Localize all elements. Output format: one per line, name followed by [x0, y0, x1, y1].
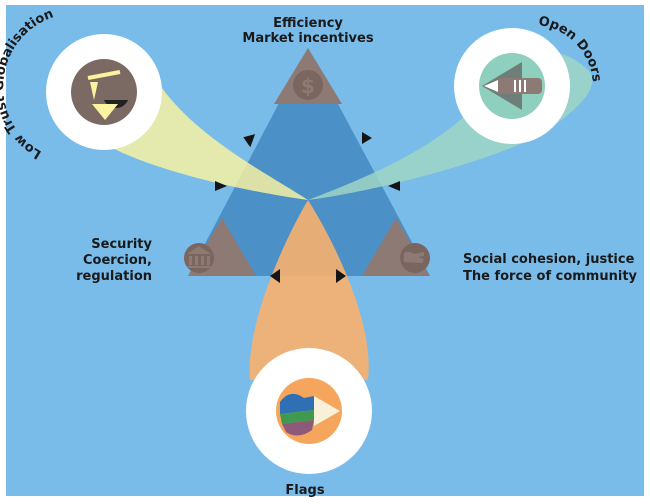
efficiency-subtitle: Market incentives: [242, 31, 373, 46]
arrow-right-upper: [362, 132, 372, 144]
security-sub-line1: Coercion,: [83, 253, 152, 268]
security-title: Security: [91, 237, 152, 252]
svg-text:$: $: [301, 74, 315, 98]
open-doors-medallion: [454, 28, 570, 144]
security-sub-line2: regulation: [76, 269, 152, 284]
social-subtitle: The force of community: [463, 269, 638, 284]
low-trust-medallion: [46, 34, 162, 150]
arrow-left-lower: [215, 181, 227, 191]
arrow-bottom-left: [270, 269, 280, 283]
flags-medallion: [246, 348, 372, 474]
hand-icon: [400, 243, 430, 273]
efficiency-title: Efficiency: [273, 16, 343, 31]
flags-label: Flags: [285, 483, 324, 498]
dollar-icon: $: [293, 70, 323, 100]
arrow-left-upper: [243, 134, 256, 148]
central-triangle: [188, 48, 430, 276]
arrow-right-lower: [388, 181, 400, 191]
building-icon: [184, 243, 214, 273]
flags-beam: [249, 200, 369, 380]
social-title: Social cohesion, justice: [463, 252, 635, 267]
arrow-bottom-right: [336, 269, 346, 283]
